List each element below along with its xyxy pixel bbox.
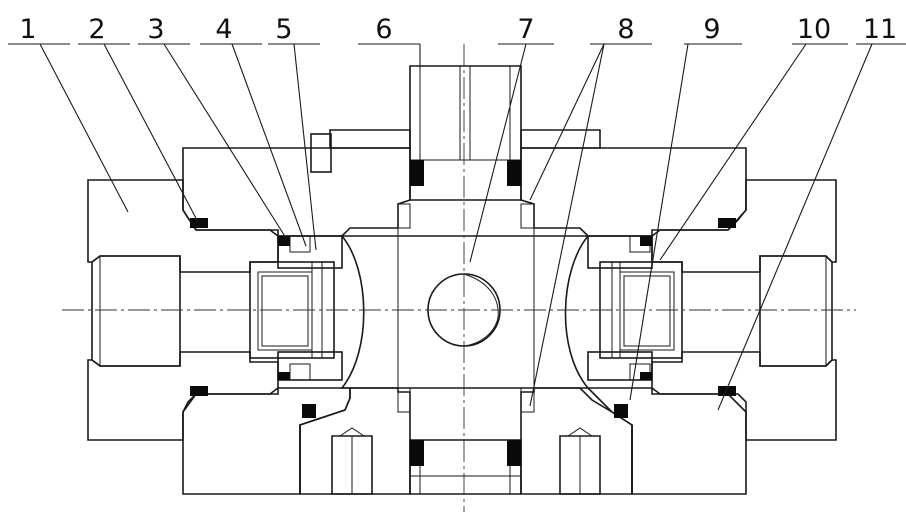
- label-3: 3: [147, 14, 164, 45]
- label-7: 7: [517, 14, 534, 45]
- center-lines: [62, 44, 856, 512]
- label-2: 2: [88, 14, 105, 45]
- label-8: 8: [617, 14, 634, 45]
- label-6: 6: [375, 14, 392, 45]
- ball-cavity: [340, 228, 590, 389]
- leader-lines: [8, 43, 906, 411]
- label-10: 10: [797, 14, 831, 45]
- right-seat: [587, 235, 683, 381]
- label-4: 4: [215, 14, 232, 45]
- label-5: 5: [275, 14, 292, 45]
- stem: [397, 65, 535, 413]
- left-seat: [249, 235, 343, 381]
- bottom-trunnion: [409, 439, 522, 495]
- label-1: 1: [19, 14, 36, 45]
- part-labels: 1 2 3 4 5 6 7 8 9 10 11: [19, 14, 897, 45]
- label-9: 9: [703, 14, 720, 45]
- label-11: 11: [863, 14, 897, 45]
- o-ring-seals: [190, 160, 736, 466]
